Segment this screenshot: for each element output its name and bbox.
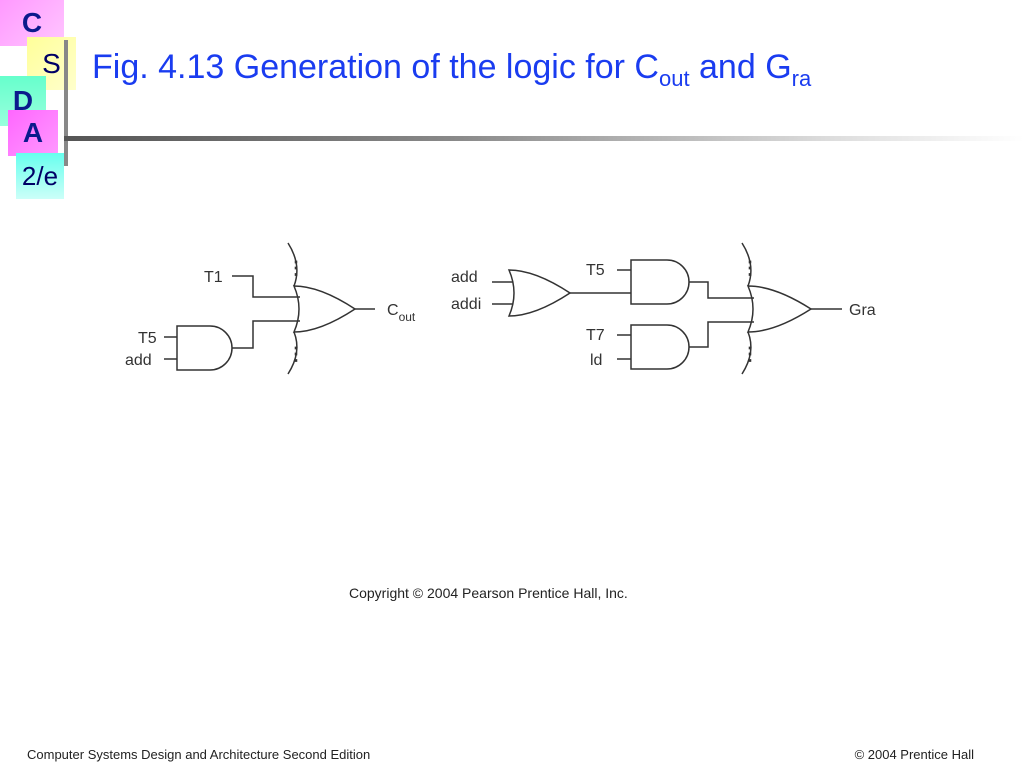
gra-and-gate-bottom — [630, 324, 690, 370]
gra-or-gate-input — [507, 269, 572, 317]
cout-and-gate — [176, 325, 233, 371]
title-divider — [64, 136, 1024, 141]
label-add-left: add — [125, 352, 152, 369]
label-addi: addi — [451, 296, 481, 313]
cout-extension-arc-top — [287, 242, 298, 287]
title-prefix: Fig. 4.13 Generation of the logic for C — [92, 48, 659, 86]
label-t7: T7 — [586, 327, 605, 344]
label-cout-main: C — [387, 302, 399, 319]
label-t5-left: T5 — [138, 330, 157, 347]
label-t5-right: T5 — [586, 262, 605, 279]
label-ld: ld — [590, 352, 602, 369]
ellipsis-gra-bottom: ⋮ — [741, 344, 759, 364]
label-cout: Cout — [387, 302, 416, 324]
title-middle: and G — [689, 48, 792, 86]
label-gra: Gra — [849, 302, 876, 319]
title-subscript-ra: ra — [791, 66, 812, 91]
figure-copyright: Copyright © 2004 Pearson Prentice Hall, … — [349, 585, 628, 601]
ellipsis-gra-top: ⋮ — [741, 258, 759, 278]
cout-or-gate — [292, 285, 357, 333]
gra-and-gate-top — [630, 259, 690, 305]
label-add-right: add — [451, 269, 478, 286]
footer-copyright: © 2004 Prentice Hall — [854, 747, 974, 762]
logo-edition: 2/e — [16, 153, 64, 199]
ellipsis-cout-bottom: ⋮ — [287, 344, 305, 364]
gra-extension-arc-top — [741, 242, 752, 287]
logo-vertical-bar — [64, 40, 68, 166]
title-subscript-out: out — [658, 66, 690, 91]
footer-book-title: Computer Systems Design and Architecture… — [27, 747, 371, 762]
wire-and-top-to-or — [689, 281, 754, 299]
label-t1: T1 — [204, 269, 223, 286]
wire-and-bottom-to-or — [689, 321, 754, 348]
logo-letter-a: A — [8, 110, 58, 156]
gra-or-gate — [746, 285, 813, 333]
cout-extension-arc-bottom — [287, 331, 298, 375]
wire-and-to-or-left — [232, 320, 300, 349]
label-cout-sub: out — [399, 310, 416, 324]
slide-title: Fig. 4.13 Generation of the logic for Co… — [92, 48, 811, 92]
ellipsis-cout-top: ⋮ — [287, 258, 305, 278]
wire-t1 — [232, 275, 300, 298]
gra-extension-arc-bottom — [741, 331, 752, 375]
